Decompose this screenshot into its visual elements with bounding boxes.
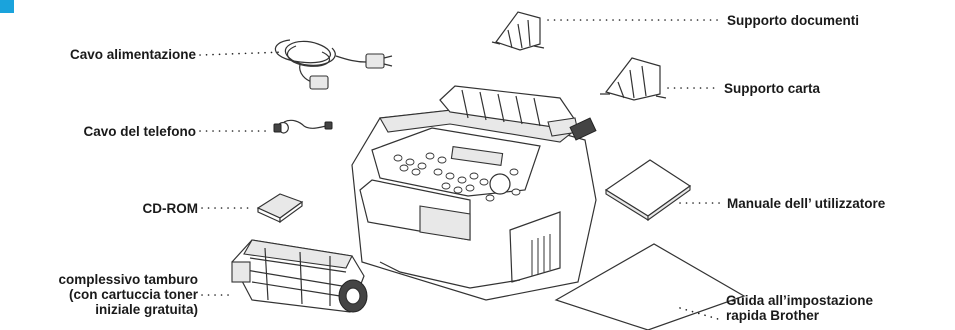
- fax-machine-image: [352, 86, 596, 300]
- drum-unit-image: [232, 240, 367, 312]
- document-support-image: [492, 12, 544, 50]
- label-user-manual: Manuale dell’ utilizzatore: [727, 196, 885, 211]
- label-power-cord: Cavo alimentazione: [70, 47, 196, 62]
- quick-setup-guide-image: [556, 244, 744, 330]
- label-cd-rom: CD-ROM: [143, 201, 199, 216]
- label-document-support: Supporto documenti: [727, 13, 859, 28]
- user-manual-image: [606, 160, 690, 220]
- phone-cord-image: [274, 120, 332, 133]
- power-cord-image: [275, 40, 392, 89]
- label-drum-unit: complessivo tamburo (con cartuccia toner…: [58, 272, 198, 317]
- label-drum-unit-line-2: (con cartuccia toner: [58, 287, 198, 302]
- label-phone-cord: Cavo del telefono: [83, 124, 196, 139]
- paper-support-image: [600, 58, 666, 100]
- cd-rom-image: [258, 194, 302, 222]
- label-paper-support: Supporto carta: [724, 81, 820, 96]
- label-quick-setup-guide-line-1: Guida all’impostazione: [726, 293, 873, 308]
- label-drum-unit-line-3: iniziale gratuita): [58, 302, 198, 317]
- label-quick-setup-guide-line-2: rapida Brother: [726, 308, 873, 323]
- label-drum-unit-line-1: complessivo tamburo: [58, 272, 198, 287]
- label-quick-setup-guide: Guida all’impostazione rapida Brother: [726, 293, 873, 323]
